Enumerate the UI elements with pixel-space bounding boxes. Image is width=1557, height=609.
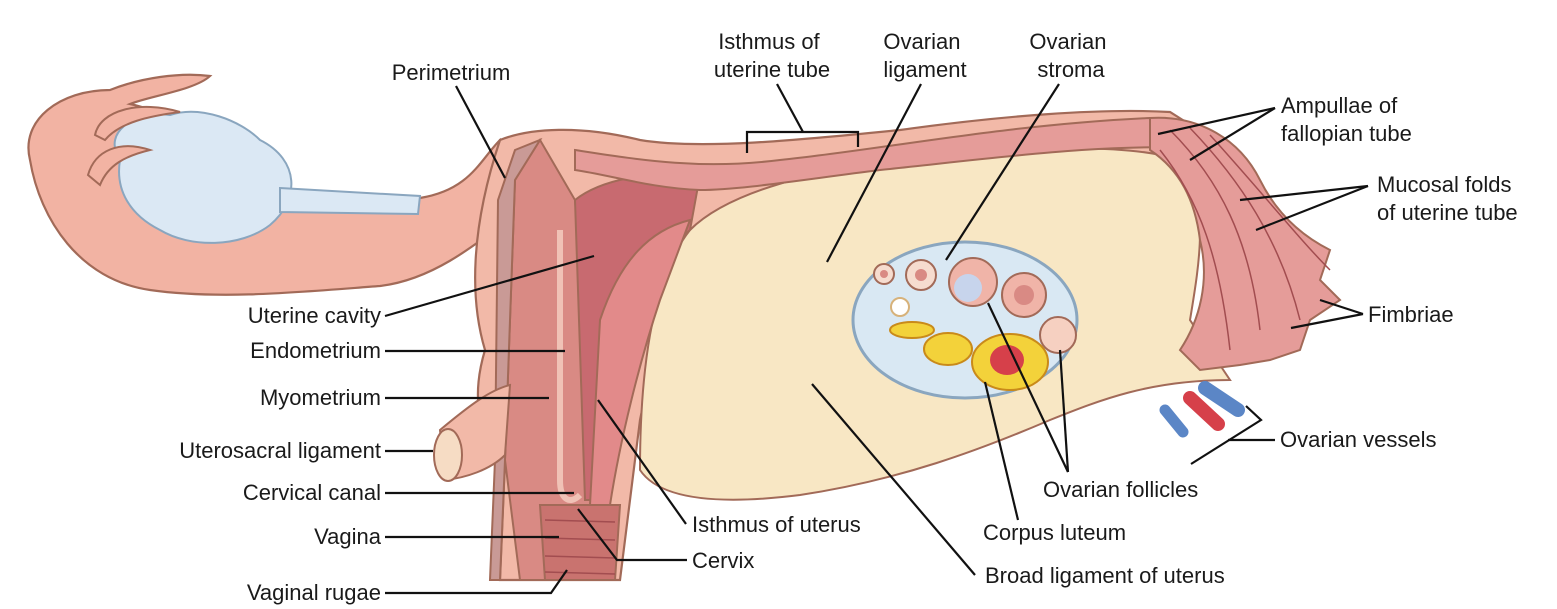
leader-ovarian-ligament — [826, 83, 922, 263]
rugae-lines — [544, 519, 616, 575]
label-cervix: Cervix — [692, 548, 754, 573]
leader-perimetrium — [455, 85, 506, 179]
ovarian-vessels-shape — [1159, 381, 1245, 438]
cervix-section — [588, 218, 692, 506]
ovarian-follicle-set — [873, 257, 1077, 354]
label-isthmus-uterus: Isthmus of uterus — [692, 512, 861, 537]
label-corpus-luteum: Corpus luteum — [983, 520, 1126, 545]
label-vagina: Vagina — [314, 524, 382, 549]
label-ovarian-vessels: Ovarian vessels — [1280, 427, 1437, 452]
label-uterosacral: Uterosacral ligament — [179, 438, 381, 463]
uterine-cavity-line — [557, 230, 583, 503]
label-fimbriae: Fimbriae — [1368, 302, 1454, 327]
label-endometrium: Endometrium — [250, 338, 381, 363]
leader-uterine-cavity — [384, 254, 595, 318]
leader-ovarian-follicles-1 — [987, 302, 1069, 473]
leader-fimbriae-2 — [1290, 312, 1364, 330]
anatomy-illustration — [27, 73, 1342, 582]
label-broad-ligament: Broad ligament of uterus — [985, 563, 1225, 588]
label-ampullae: Ampullae of fallopian tube — [1281, 93, 1412, 146]
leader-fimbriae-1 — [1319, 298, 1364, 316]
uterosacral-cut-end — [433, 428, 463, 482]
leader-isthmus-tube — [776, 83, 804, 133]
leader-ovarian-follicles-2 — [1058, 349, 1070, 473]
label-ovarian-stroma: Ovarian stroma — [1029, 29, 1112, 82]
leader-lines — [384, 83, 1369, 595]
labels: Perimetrium Isthmus of uterine tube Ovar… — [179, 29, 1517, 605]
label-ovarian-follicles: Ovarian follicles — [1043, 477, 1198, 502]
perimetrium-layer — [488, 137, 543, 581]
left-fimbria-fingers — [86, 105, 181, 187]
corpus-luteum-shapes — [889, 321, 1049, 391]
leader-isthmus-uterus — [597, 399, 687, 525]
label-ovarian-ligament: Ovarian ligament — [883, 29, 966, 82]
label-isthmus-tube: Isthmus of uterine tube — [714, 29, 830, 82]
leader-ampullae-1 — [1157, 106, 1276, 136]
label-perimetrium: Perimetrium — [392, 60, 511, 85]
label-uterine-cavity: Uterine cavity — [248, 303, 381, 328]
leader-cervix — [577, 508, 687, 562]
label-mucosal-folds: Mucosal folds of uterine tube — [1377, 172, 1518, 225]
leader-ovarian-stroma — [945, 83, 1060, 261]
leader-ampullae-2 — [1189, 107, 1276, 161]
leader-mucosal-2 — [1255, 184, 1369, 232]
ampulla-shape — [1149, 116, 1342, 372]
vaginal-rugae-shape — [538, 504, 622, 581]
label-vaginal-rugae: Vaginal rugae — [247, 580, 381, 605]
bracket-ovarian-vessels — [1190, 405, 1263, 465]
leader-vaginal-rugae — [385, 569, 568, 595]
label-cervical-canal: Cervical canal — [243, 480, 381, 505]
label-myometrium: Myometrium — [260, 385, 381, 410]
leader-corpus-luteum — [983, 381, 1020, 521]
leader-broad-ligament — [811, 383, 976, 576]
fimbriae-strands — [1159, 127, 1331, 351]
leader-mucosal-1 — [1239, 184, 1369, 202]
left-ovarian-ligament — [279, 186, 422, 216]
